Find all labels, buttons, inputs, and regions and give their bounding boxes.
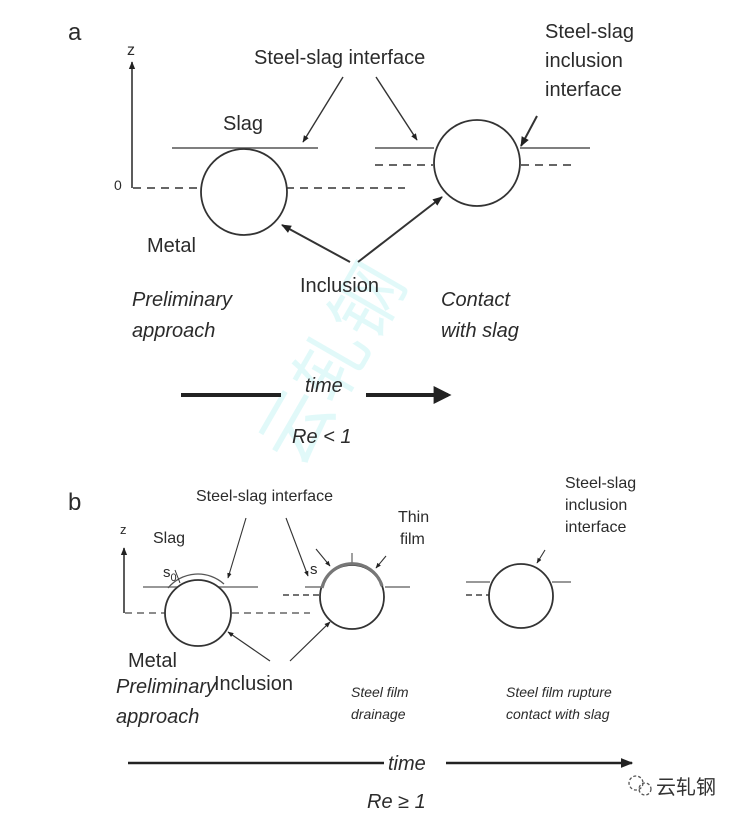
panel-b-stage-1-line-2: approach xyxy=(116,706,199,728)
panel-b-stage-3-label: Steel film rupture contact with slag xyxy=(506,684,616,722)
panel-a-z-label: z xyxy=(127,42,135,59)
panel-a-time-label: time xyxy=(305,375,343,397)
panel-b-slag-label: Slag xyxy=(153,530,185,547)
panel-b-interface-pointer-1 xyxy=(227,517,247,579)
panel-a-stage-2-line-1: Contact xyxy=(441,289,511,311)
panel-a-inclusion-2 xyxy=(433,119,521,207)
panel-b-time-label: time xyxy=(388,753,426,775)
panel-b-s-label: s xyxy=(310,561,318,578)
panel-b-stage-3-line-1: Steel film rupture xyxy=(506,684,612,700)
panel-b-interface-label: Steel-slag interface xyxy=(196,488,333,505)
panel-b-time-label-bg xyxy=(384,748,442,774)
panel-a-slag-label: Slag xyxy=(223,113,263,135)
panel-b-inclusion-interface-pointer xyxy=(536,549,546,564)
panel-a-label: a xyxy=(68,19,82,46)
panel-a-stage-1-label: Preliminary approach xyxy=(132,289,238,342)
panel-b-s0-subscript: 0 xyxy=(171,572,177,584)
panel-b-thin-film-pointer xyxy=(375,555,387,569)
panel-a-stage-1-line-1: Preliminary xyxy=(132,289,233,311)
wechat-icon xyxy=(628,775,652,796)
panel-b-thin-film-line-1: Thin xyxy=(398,509,429,526)
panel-b-stage-2-line-1: Steel film xyxy=(351,684,409,700)
panel-b-thin-film-line-2: film xyxy=(400,531,425,548)
panel-b-inclusion-interface-line-1: Steel-slag xyxy=(565,475,636,492)
panel-b-thin-film-label: Thin film xyxy=(398,509,434,548)
panel-b-film-1 xyxy=(167,573,225,589)
panel-b-inclusion-pointer-2 xyxy=(289,621,331,662)
panel-a-inclusion-interface-line-1: Steel-slag xyxy=(545,21,634,43)
panel-a-inclusion-pointer-2 xyxy=(357,196,443,263)
panel-a-inclusion-interface-pointer xyxy=(520,115,538,147)
panel-b-s-pointer xyxy=(315,548,331,567)
panel-b-inclusion-3 xyxy=(488,563,554,629)
panel-a-interface-pointer-2 xyxy=(375,76,418,141)
panel-b-inclusion-pointer-1 xyxy=(227,631,271,662)
panel-a-inclusion-interface-label: Steel-slag inclusion interface xyxy=(545,21,640,101)
panel-b-regime-label: Re ≥ 1 xyxy=(367,791,426,813)
panel-a-inclusion-interface-line-2: inclusion xyxy=(545,50,623,72)
panel-a-inclusion-label: Inclusion xyxy=(300,275,379,297)
panel-a-inclusion-interface-line-3: interface xyxy=(545,79,622,101)
panel-b: b z s0 s Slag Steel-slag interface xyxy=(68,475,641,813)
panel-b-inclusion-interface-label: Steel-slag inclusion interface xyxy=(565,475,641,536)
panel-b-label: b xyxy=(68,489,81,516)
panel-a-regime-label: Re < 1 xyxy=(292,426,351,448)
panel-b-inclusion-1 xyxy=(164,579,232,647)
panel-a: a z 0 Slag Metal Steel-slag interface St… xyxy=(68,19,640,448)
panel-b-s0-pointer xyxy=(174,569,181,584)
panel-a-stage-2-label: Contact with slag xyxy=(441,289,519,342)
panel-b-inclusion-interface-line-3: interface xyxy=(565,519,626,536)
panel-b-metal-label: Metal xyxy=(128,650,177,672)
watermark-corner-text: 云轧钢 xyxy=(656,775,716,799)
panel-b-stage-1-line-1: Preliminary xyxy=(116,676,217,698)
panel-b-s0-s: s xyxy=(163,564,171,581)
panel-b-stage-3-line-2: contact with slag xyxy=(506,706,610,722)
panel-a-inclusion-pointer-1 xyxy=(281,224,351,263)
panel-a-interface-pointer-1 xyxy=(302,76,344,143)
panel-a-interface-label: Steel-slag interface xyxy=(254,47,425,69)
panel-b-inclusion-label: Inclusion xyxy=(214,673,293,695)
panel-b-stage-1-label: Preliminary approach xyxy=(116,676,222,728)
panel-b-s0-label: s0 xyxy=(163,564,177,584)
panel-a-stage-1-line-2: approach xyxy=(132,320,215,342)
panel-b-stage-2-line-2: drainage xyxy=(351,706,406,722)
panel-b-inclusion-interface-line-2: inclusion xyxy=(565,497,627,514)
panel-a-origin-label: 0 xyxy=(114,177,122,193)
watermark-corner: 云轧钢 xyxy=(628,775,716,799)
panel-b-interface-pointer-2 xyxy=(285,517,309,577)
panel-b-z-label: z xyxy=(120,522,127,537)
panel-b-thin-film xyxy=(320,562,384,589)
panel-b-stage-2-label: Steel film drainage xyxy=(351,684,412,722)
panel-a-metal-label: Metal xyxy=(147,235,196,257)
panel-a-stage-2-line-2: with slag xyxy=(441,320,519,342)
panel-a-inclusion-1 xyxy=(200,148,288,236)
